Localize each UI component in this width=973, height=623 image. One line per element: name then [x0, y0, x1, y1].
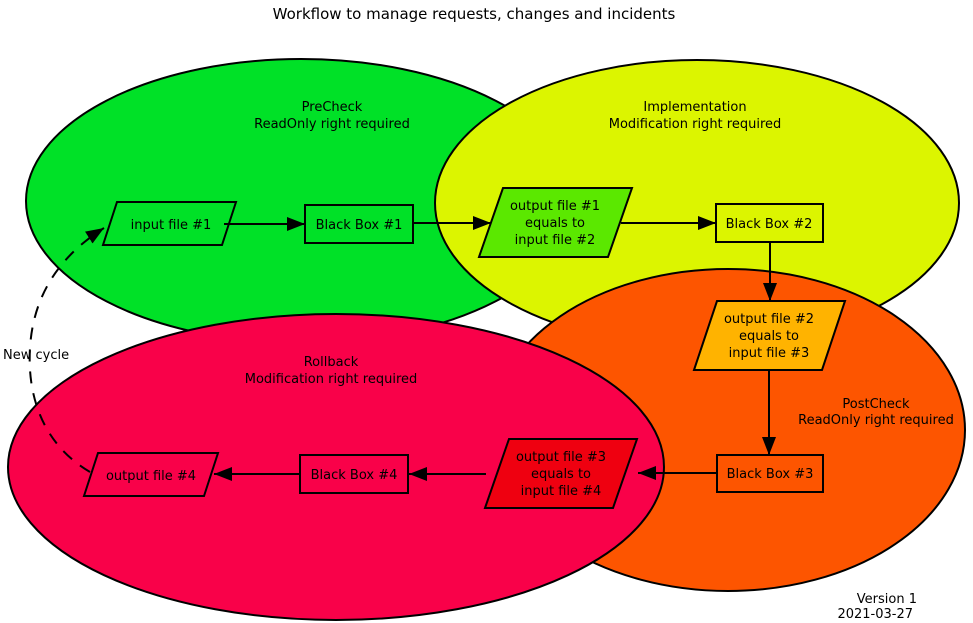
black-box-4-rect: [299, 454, 409, 494]
rollback-requirement: Modification right required: [245, 372, 418, 387]
precheck-name: PreCheck: [302, 100, 363, 115]
output-file-4-parallelogram: [82, 452, 220, 497]
new-cycle-label: New cycle: [3, 348, 69, 363]
file-3-4-line3: input file #4: [521, 484, 602, 499]
file-1-2-line1: output file #1: [510, 199, 600, 214]
black-box-2-rect: [715, 203, 824, 243]
postcheck-requirement: ReadOnly right required: [798, 413, 954, 428]
black-box-1-label: Black Box #1: [316, 218, 403, 233]
file-2-3-line1: output file #2: [724, 312, 814, 327]
file-3-4-line1: output file #3: [516, 450, 606, 465]
new-cycle-dashed-arrow: [28, 227, 105, 473]
precheck-requirement: ReadOnly right required: [254, 117, 410, 132]
file-1-2-line2: equals to: [525, 216, 585, 231]
implementation-name: Implementation: [643, 100, 746, 115]
file-1-2-line3: input file #2: [515, 233, 596, 248]
file-2-3-parallelogram: [692, 300, 847, 371]
black-box-3-rect: [716, 454, 824, 493]
file-3-4-parallelogram: [483, 438, 639, 509]
postcheck-name: PostCheck: [842, 397, 910, 412]
file-3-4-line2: equals to: [531, 467, 591, 482]
rollback-ellipse: [7, 313, 665, 621]
version-text: Version 1: [857, 592, 917, 607]
output-file-4-label: output file #4: [106, 469, 196, 484]
implementation-requirement: Modification right required: [609, 117, 782, 132]
file-2-3-line2: equals to: [739, 329, 799, 344]
black-box-4-label: Black Box #4: [311, 468, 398, 483]
file-2-3-line3: input file #3: [729, 346, 810, 361]
version-date-text: 2021-03-27: [837, 607, 913, 622]
black-box-1-rect: [304, 204, 414, 244]
rollback-name: Rollback: [304, 355, 359, 370]
input-file-1-label: input file #1: [131, 218, 212, 233]
diagram-title: Workflow to manage requests, changes and…: [273, 5, 676, 23]
black-box-2-label: Black Box #2: [726, 217, 813, 232]
input-file-1-parallelogram: [101, 201, 238, 246]
file-1-2-parallelogram: [477, 187, 634, 258]
black-box-3-label: Black Box #3: [727, 467, 814, 482]
